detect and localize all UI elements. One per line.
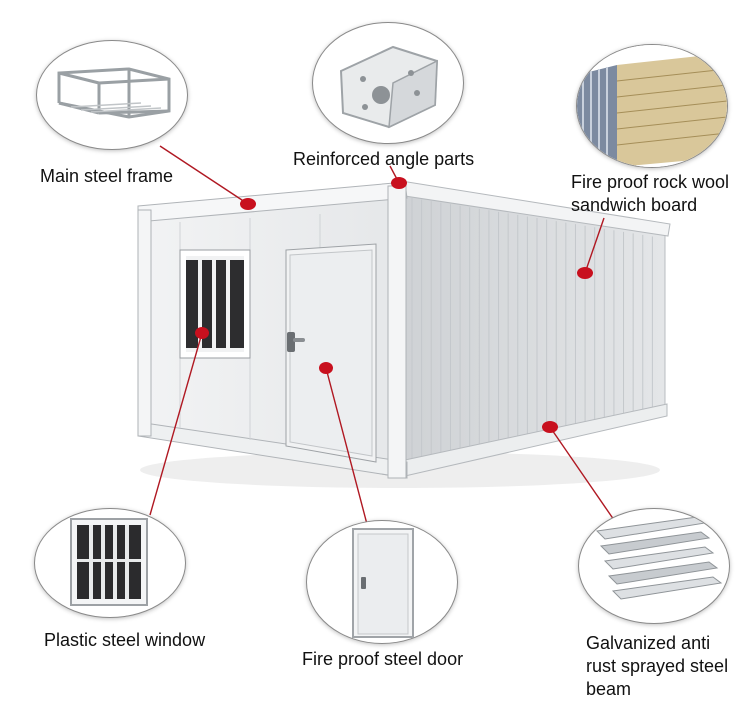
- corrugation: [411, 198, 653, 468]
- marker-door: [319, 362, 333, 374]
- label-main-frame: Main steel frame: [40, 166, 174, 186]
- beam-callout: [578, 508, 730, 624]
- leader-lines: [149, 145, 615, 529]
- corner-post-right: [387, 185, 407, 479]
- side-wall-panel: [404, 189, 666, 471]
- label-rock-wool: Fire proof rock wool sandwich board: [571, 172, 730, 215]
- window-callout: [34, 508, 186, 618]
- label-angle-parts: Reinforced angle parts: [293, 149, 475, 169]
- front-window: [179, 249, 251, 359]
- marker-main-frame: [240, 198, 256, 210]
- marker-beam: [542, 421, 558, 433]
- door-icon: [352, 528, 414, 638]
- marker-window: [195, 327, 209, 339]
- steel-frame-icon: [57, 67, 171, 119]
- label-window: Plastic steel window: [44, 630, 206, 650]
- door-callout: [306, 520, 458, 644]
- marker-angle-parts: [391, 177, 407, 189]
- label-door: Fire proof steel door: [302, 649, 464, 669]
- marker-rock-wool: [577, 267, 593, 279]
- window-icon: [70, 518, 148, 606]
- corner-post-left: [137, 209, 152, 437]
- markers: [195, 177, 593, 433]
- steel-beam-icon: [595, 516, 723, 600]
- angle-bracket-icon: [339, 45, 439, 129]
- rock-wool-callout: [576, 44, 728, 168]
- front-door: [285, 243, 377, 463]
- angle-parts-callout: [312, 22, 464, 144]
- main-frame-callout: [36, 40, 188, 150]
- label-beam: Galvanized anti rust sprayed steel beam: [586, 633, 729, 699]
- sandwich-board-icon: [577, 45, 727, 167]
